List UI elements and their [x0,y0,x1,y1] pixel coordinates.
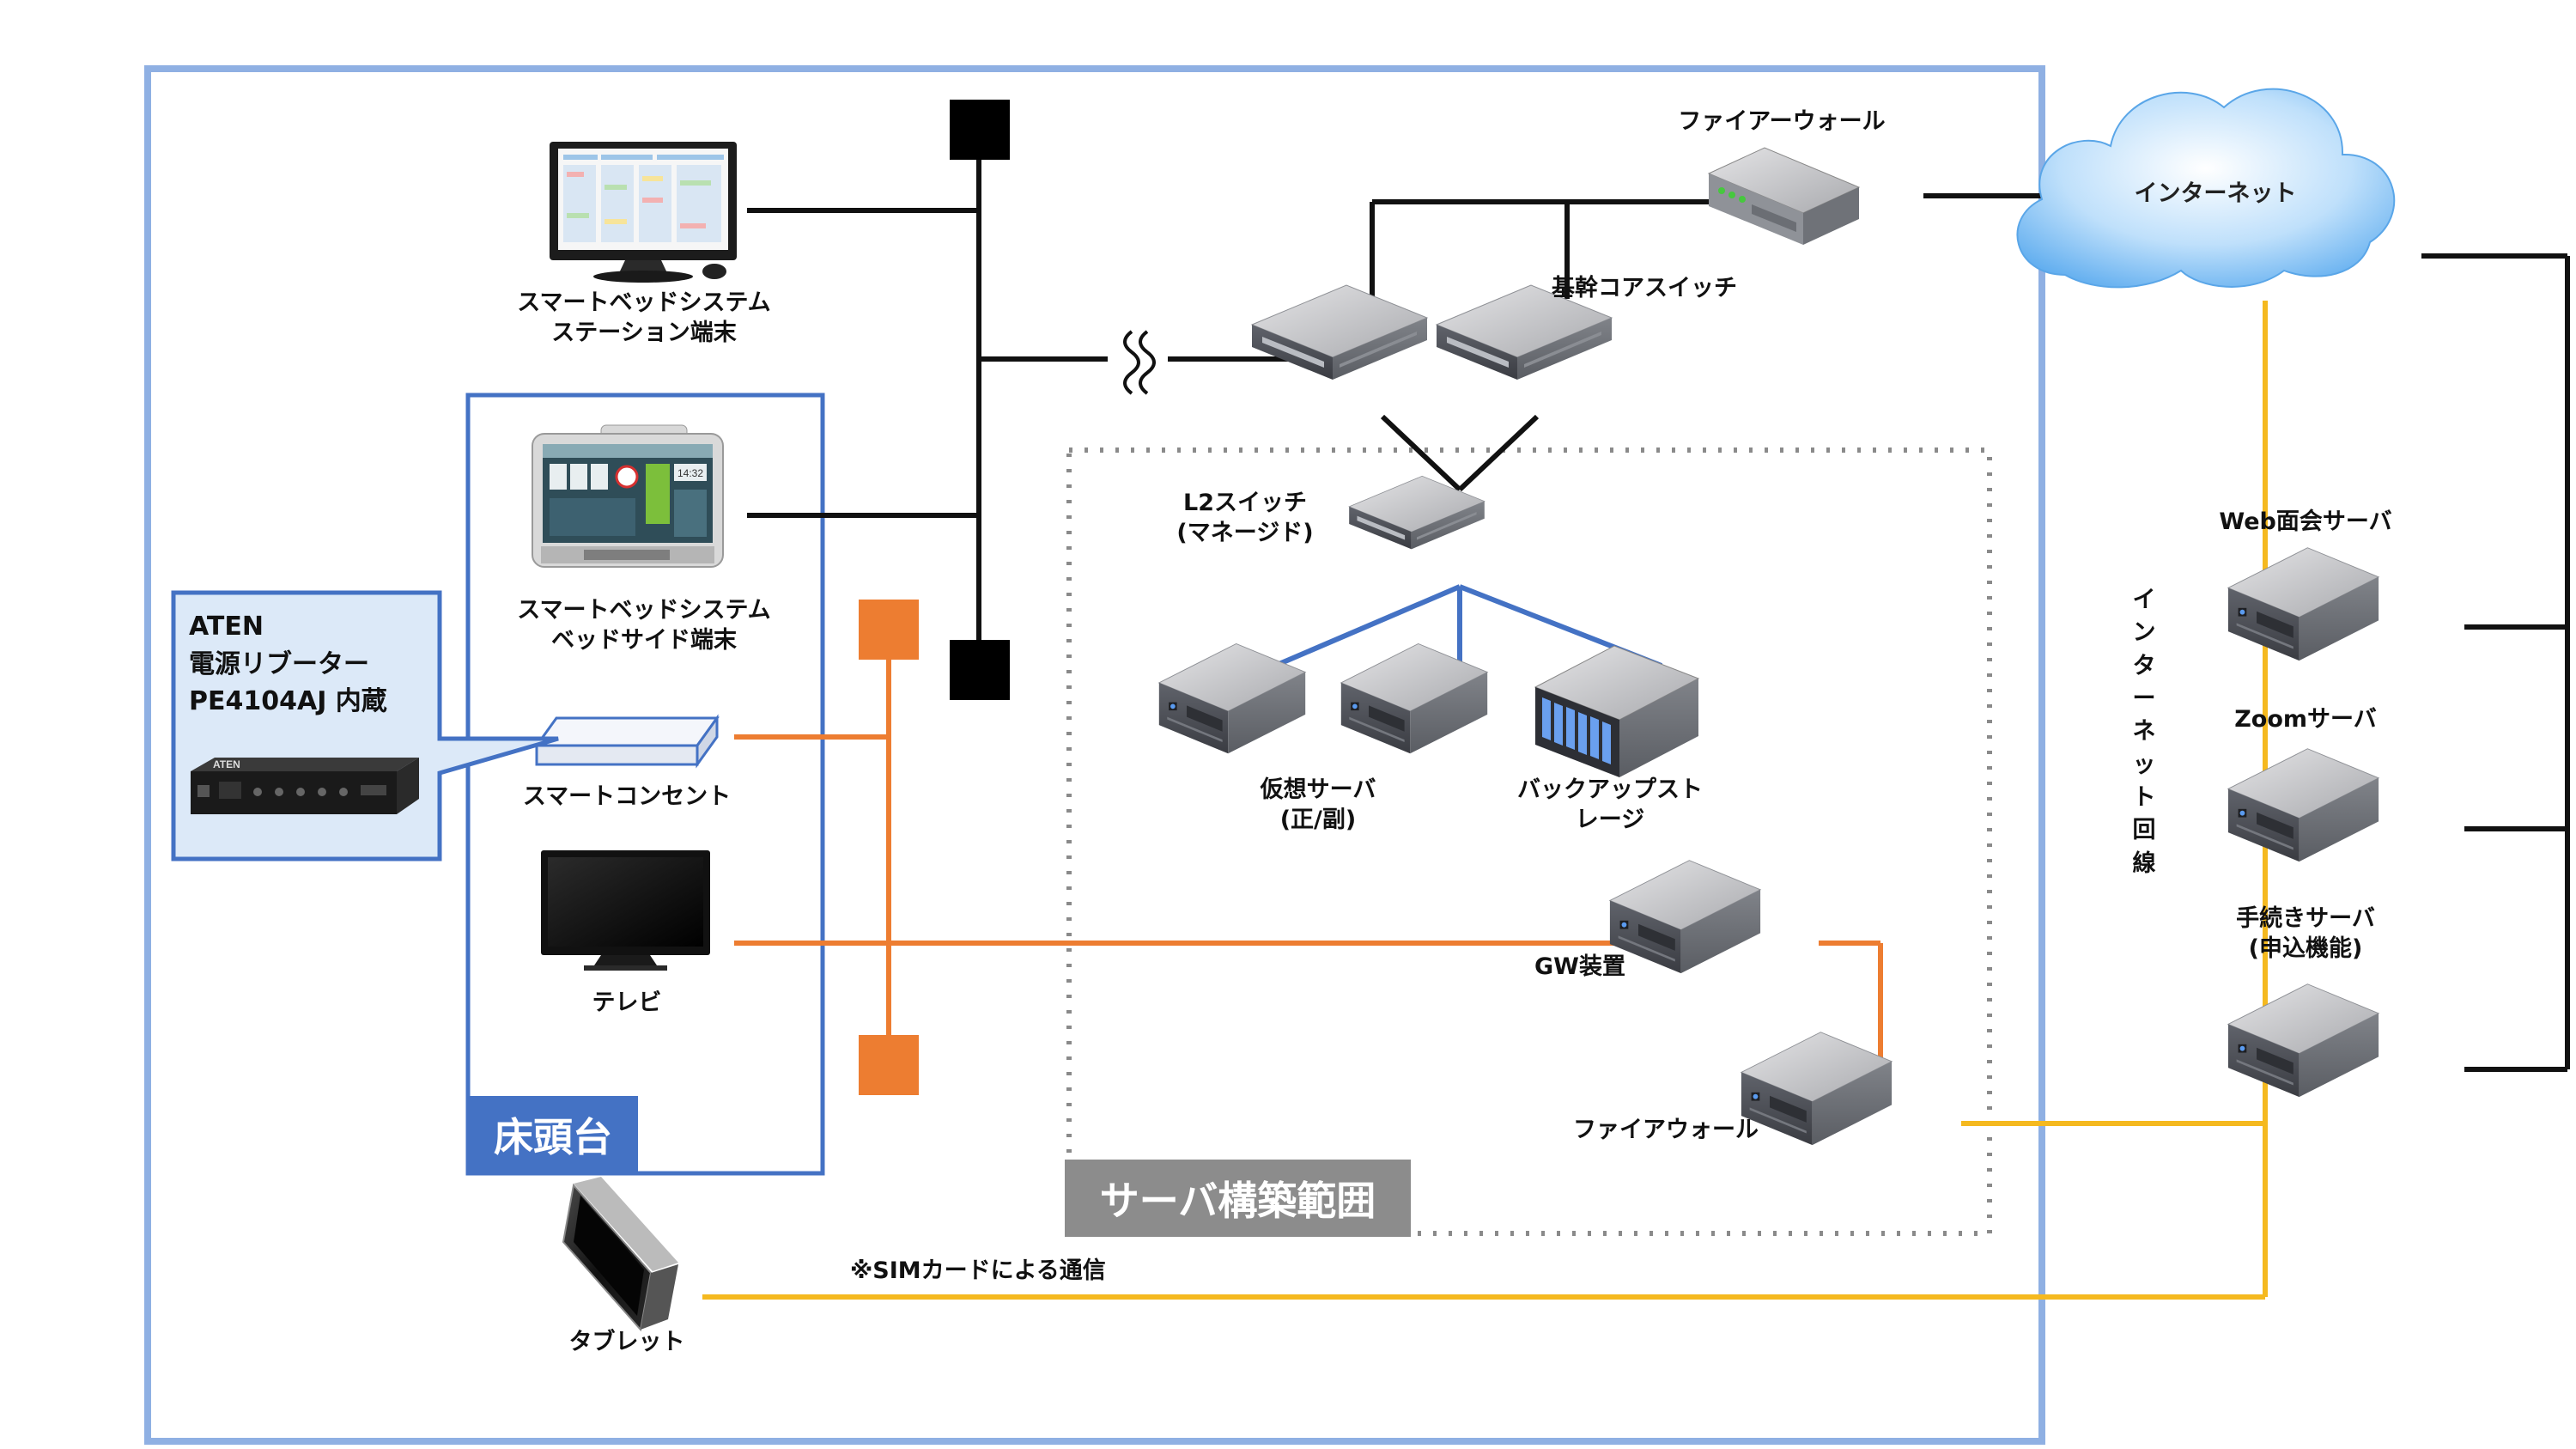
core-switch-label: 基幹コアスイッチ [1552,275,1737,301]
desktop-monitor-icon [550,142,737,283]
yellow-lines [702,301,2268,1300]
core-switch-left-icon [1251,284,1428,381]
orange-lines [734,631,1883,1065]
server-scope-tag-bg [1065,1160,1411,1237]
procedure-server-label: 手続きサーバ (申込機能) [2236,905,2375,963]
l2-switch-label: L2スイッチ (マネージド) [1176,490,1314,547]
smart-outlet-icon [534,714,720,769]
station-terminal-label: スマートベッドシステム ステーション端末 [517,289,771,347]
web-meeting-server-icon [2227,547,2379,661]
web-meeting-server-label: Web面会サーバ [2219,508,2392,535]
firewall-bottom-label: ファイアウォール [1573,1117,1759,1143]
bedside-table-tag-bg [468,1096,638,1173]
bedside-table-frame [465,393,825,1176]
server-scope-frame [1066,447,1992,1236]
sim-communication-note: ※SIMカードによる通信 [850,1257,1106,1284]
procedure-server-icon [2227,983,2379,1098]
line-break-symbol [1123,330,1156,395]
storage-array-icon [1534,645,1700,777]
firewall-appliance-icon [1707,147,1861,245]
firewall-top-label: ファイアーウォール [1678,108,1886,135]
black-network-lines [747,129,2570,1072]
tablet-icon [562,1177,678,1332]
internet-label: インターネット [2134,180,2297,207]
zoom-server-icon [2227,748,2379,862]
cloud-icon [2016,88,2396,289]
zoom-server-label: Zoomサーバ [2234,706,2377,733]
bedside-screen-time: 14:32 [677,467,703,479]
aten-callout-title: ATEN 電源リブーター PE4104AJ 内蔵 [189,612,387,716]
bedside-table-tag: 床頭台 [494,1114,612,1160]
backup-storage-label: バックアップスト レージ [1517,776,1703,834]
bedside-terminal-icon: 14:32 [532,424,724,568]
internet-line-vertical-label: イ ン タ ー ネ ッ ト 回 線 [2132,587,2156,877]
tv-icon [541,850,710,971]
virtual-server-secondary-icon [1340,642,1488,754]
bedside-terminal-label: スマートベッドシステム ベッドサイド端末 [517,597,771,654]
smart-outlet-label: スマートコンセント [522,783,732,810]
hub-block-top [950,100,1010,160]
tablet-label: タブレット [568,1329,685,1355]
gw-label: GW装置 [1534,953,1625,980]
orange-block-top [859,600,919,660]
virtual-server-label: 仮想サーバ (正/副) [1260,776,1376,834]
aten-pe4104aj-device-icon: ATEN [191,758,419,814]
hospital-network-frame [144,65,2045,1445]
server-scope-tag: サーバ構築範囲 [1099,1178,1376,1224]
tv-label: テレビ [592,989,662,1016]
aten-device-brand: ATEN [213,758,240,770]
hub-block-bottom [950,640,1010,700]
orange-block-bottom [859,1035,919,1095]
